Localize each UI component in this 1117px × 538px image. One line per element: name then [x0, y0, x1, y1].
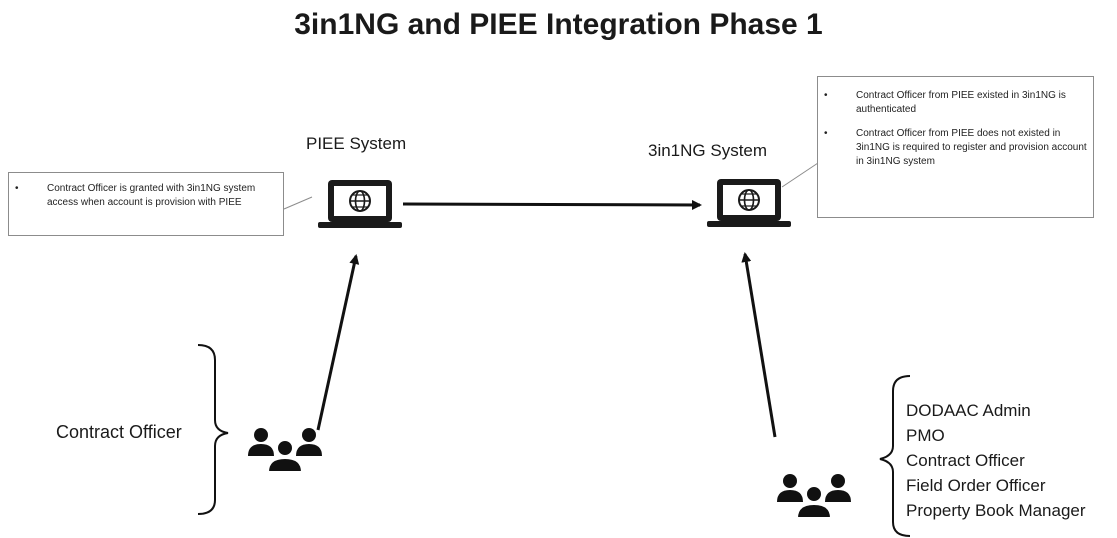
piee-note-item: Contract Officer is granted with 3in1NG … [15, 182, 277, 210]
users-group-icon [777, 474, 851, 519]
left-brace [197, 344, 229, 515]
role-item: Property Book Manager [906, 501, 1086, 520]
right-brace [879, 375, 911, 537]
piee-laptop-icon [318, 180, 402, 228]
role-item: Contract Officer [906, 451, 1025, 470]
piee-to-ng-arrow [402, 199, 702, 210]
ng-note-item: Contract Officer from PIEE does not exis… [824, 127, 1089, 169]
role-item: Field Order Officer [906, 476, 1046, 495]
role-item: PMO [906, 426, 945, 445]
piee-system-label: PIEE System [306, 134, 407, 153]
users-group-icon [248, 428, 322, 473]
ng-laptop-icon [707, 179, 791, 227]
ng-note: Contract Officer from PIEE existed in 3i… [817, 76, 1094, 218]
diagram-title: 3in1NG and PIEE Integration Phase 1 [294, 8, 823, 41]
piee-note-connector [283, 196, 313, 210]
roles-list: DODAAC Admin PMO Contract Officer Field … [906, 398, 1086, 523]
roles-to-ng-arrow [741, 252, 777, 438]
ng-note-connector [781, 162, 819, 188]
piee-note: Contract Officer is granted with 3in1NG … [8, 172, 284, 236]
role-item: DODAAC Admin [906, 401, 1031, 420]
contract-officer-label: Contract Officer [56, 422, 182, 442]
officer-to-piee-arrow [316, 254, 360, 431]
ng-note-item: Contract Officer from PIEE existed in 3i… [824, 89, 1089, 117]
ng-system-label: 3in1NG System [648, 141, 768, 160]
